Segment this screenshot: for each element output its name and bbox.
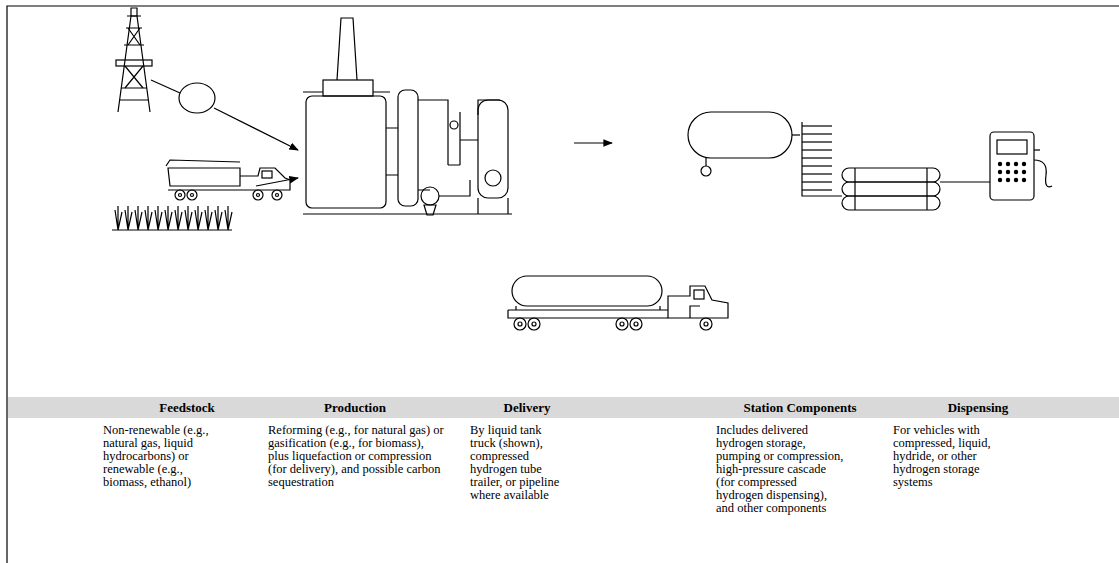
flow-arrow [256, 178, 298, 186]
column-description: By liquid tank truck (shown), compressed… [470, 424, 570, 502]
biomass-truck [166, 160, 290, 200]
pipe-line [151, 80, 180, 93]
column-heading: Feedstock [87, 397, 287, 418]
oil-derrick [116, 8, 152, 112]
column-description: Reforming (e.g., for natural gas) or gas… [268, 424, 444, 489]
gas-storage [179, 83, 215, 113]
frame-line [7, 6, 1119, 563]
flow-arrow [214, 108, 298, 150]
high-pressure-cascade [802, 168, 990, 210]
flow-arrow [574, 142, 612, 143]
tank-truck [508, 276, 728, 330]
column-heading: Dispensing [878, 397, 1078, 418]
column-description: For vehicles with compressed, liquid, hy… [893, 424, 1005, 489]
column-heading: Delivery [427, 397, 627, 418]
column-block: ProductionReforming (e.g., for natural g… [268, 397, 444, 493]
compressor [802, 122, 832, 194]
header-band [8, 397, 1119, 418]
column-heading: Station Components [700, 397, 900, 418]
column-block: DeliveryBy liquid tank truck (shown), co… [470, 397, 570, 506]
storage-tank [688, 112, 800, 176]
biomass-crops [112, 206, 232, 230]
column-block: FeedstockNon-renewable (e.g., natural ga… [103, 397, 209, 493]
dispenser [990, 132, 1052, 200]
column-description: Includes delivered hydrogen storage, pum… [716, 424, 846, 515]
production-plant [303, 18, 512, 215]
column-block: Station ComponentsIncludes delivered hyd… [716, 397, 846, 519]
column-heading: Production [255, 397, 455, 418]
column-block: DispensingFor vehicles with compressed, … [893, 397, 1005, 493]
column-description: Non-renewable (e.g., natural gas, liquid… [103, 424, 209, 489]
